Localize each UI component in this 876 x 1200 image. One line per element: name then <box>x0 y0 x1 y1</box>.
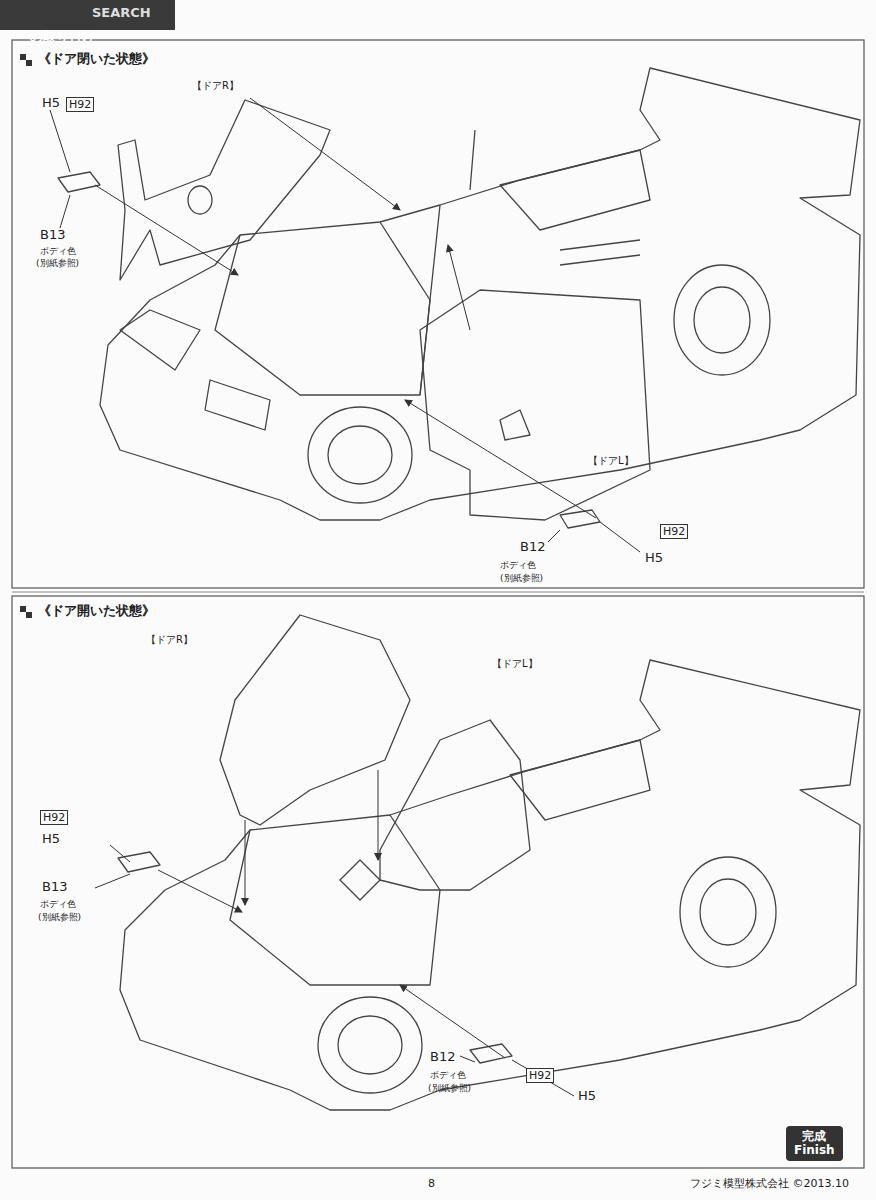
part-number: H5 <box>42 832 60 847</box>
part-number: B13 <box>42 880 67 895</box>
part-number: B13 <box>40 228 65 243</box>
color-note: ボディ色 <box>40 899 76 909</box>
paint-code-box: H92 <box>660 524 688 539</box>
box-text: H92 <box>663 525 685 538</box>
box-text: H92 <box>69 98 91 111</box>
reference-note: (別紙参照) <box>500 573 543 583</box>
color-note: ボディ色 <box>40 246 76 256</box>
part-number: H5 <box>645 551 663 566</box>
paint-code-box: H92 <box>526 1068 554 1083</box>
view-heading: 《ドア閉いた状態》 <box>38 52 155 67</box>
box-text: H92 <box>43 811 65 824</box>
part-name: 【ドアR】 <box>192 80 239 92</box>
part-name: 【ドアL】 <box>588 455 634 467</box>
box-subtext: Finish <box>794 1143 835 1157</box>
color-note: ボディ色 <box>500 560 536 570</box>
page-number: 8 <box>428 1178 435 1191</box>
box-text: 完成 <box>794 1129 835 1143</box>
paint-code-box: H92 <box>66 97 94 112</box>
section-title: の取り付け <box>30 30 95 45</box>
color-note: ボディ色 <box>430 1070 466 1080</box>
part-name: 【ドアL】 <box>492 658 538 670</box>
part-name: 【ドアR】 <box>146 634 193 646</box>
box-text: H92 <box>529 1069 551 1082</box>
part-number: H5 <box>42 96 60 111</box>
part-number: H5 <box>578 1089 596 1104</box>
view-heading: 《ドア開いた状態》 <box>38 604 155 619</box>
copyright: フジミ模型株式会社 ©2013.10 <box>690 1178 849 1191</box>
watermark: SEARCH <box>92 6 151 21</box>
paint-code-box: H92 <box>40 810 68 825</box>
part-number: B12 <box>430 1050 455 1065</box>
reference-note: (別紙参照) <box>38 912 81 922</box>
part-number: B12 <box>520 540 545 555</box>
reference-note: (別紙参照) <box>428 1083 471 1093</box>
finish-badge: 完成Finish <box>786 1126 843 1161</box>
reference-note: (別紙参照) <box>36 258 79 268</box>
